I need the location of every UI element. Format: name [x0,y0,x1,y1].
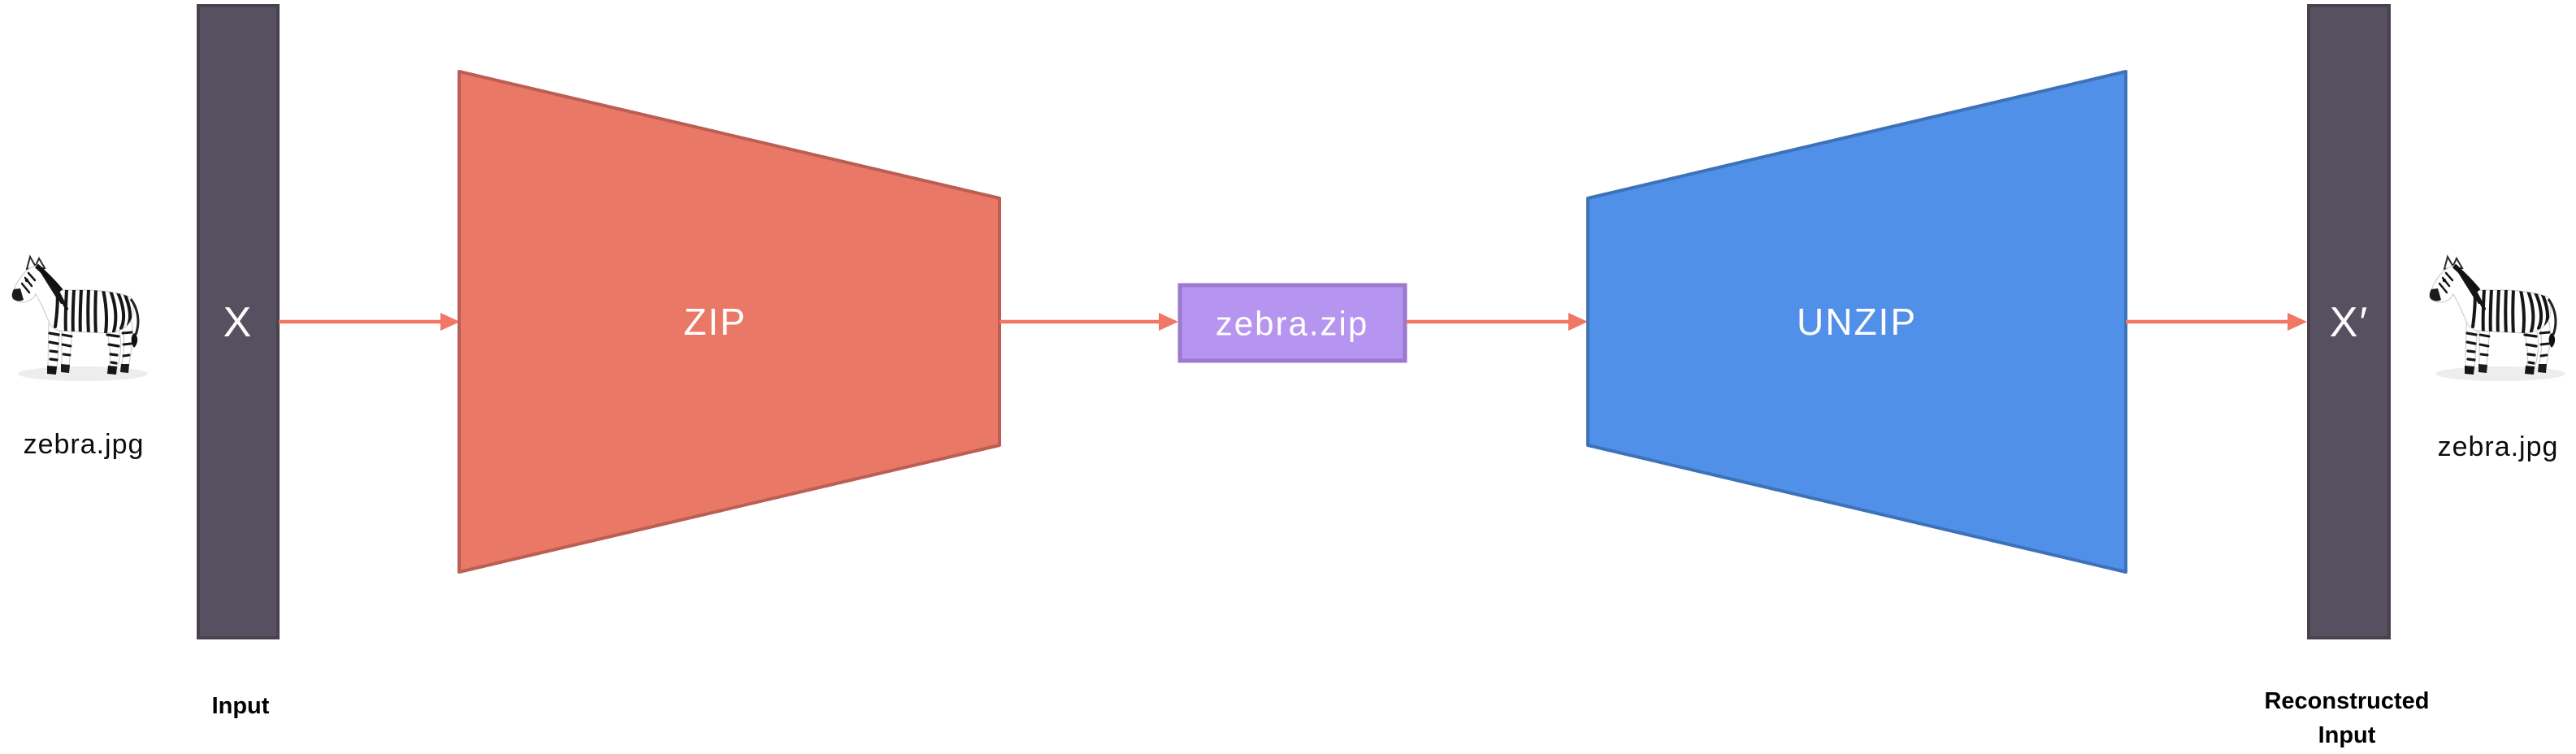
arrow-input-to-encoder [279,313,460,331]
output-bar [2307,4,2391,639]
arrowhead-icon [1568,313,1588,331]
encoder-label: ZIP [683,301,747,343]
zebra-image-right [2430,257,2565,381]
output-file-label: zebra.jpg [2438,431,2559,462]
input-bar [197,4,280,639]
input-bar-symbol: X [223,299,254,346]
decoder-trapezoid [1586,70,2127,574]
bottleneck-label: zebra.zip [1216,305,1368,343]
output-caption-line2: Input [2318,722,2376,748]
zebra-image-left [12,257,148,381]
arrowhead-icon [1159,313,1178,331]
output-caption-line1: Reconstructed [2264,688,2429,714]
output-bar-symbol: X′ [2330,299,2369,346]
arrow-decoder-to-output [2126,313,2307,331]
arrow-encoder-to-bottleneck [1000,313,1178,331]
arrow-bottleneck-to-decoder [1407,313,1588,331]
arrowhead-icon [2288,313,2307,331]
bottleneck-box [1177,283,1407,363]
arrowhead-icon [440,313,460,331]
decoder-label: UNZIP [1797,301,1917,343]
encoder-trapezoid [458,70,1001,574]
input-file-label: zebra.jpg [24,429,145,460]
input-caption: Input [212,693,270,719]
